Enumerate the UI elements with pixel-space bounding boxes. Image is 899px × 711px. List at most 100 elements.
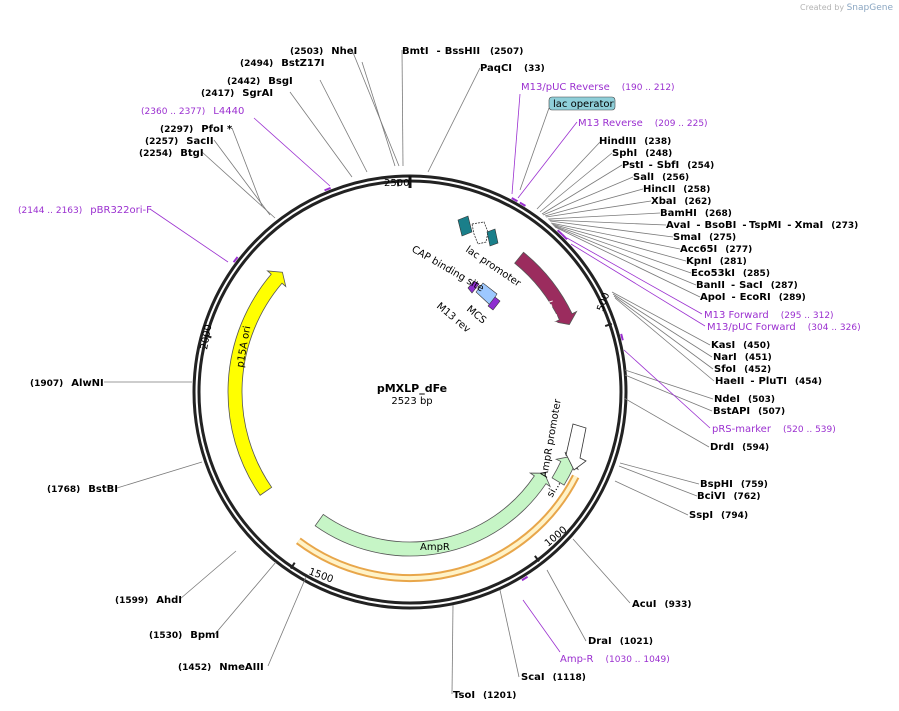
site-leader-line <box>611 291 711 346</box>
primer-l4440[interactable]: (2360 .. 2377)L4440 <box>141 106 244 117</box>
primer-marker <box>521 575 529 582</box>
site-drdi[interactable]: DrdI(594) <box>710 442 769 453</box>
site-leader-line <box>541 164 623 215</box>
cap-binding-site-marker <box>457 215 473 237</box>
site-bcivi[interactable]: BciVI(762) <box>697 491 760 502</box>
site-leader-line <box>179 550 237 600</box>
site-leader-line <box>116 461 203 489</box>
site-psti[interactable]: PstI-SbfI(254) <box>622 160 714 171</box>
ruler-tick <box>604 322 613 328</box>
site-leader-line <box>572 538 631 604</box>
site-sali[interactable]: SalI(256) <box>633 172 689 183</box>
site-bamhi[interactable]: BamHI(268) <box>660 208 732 219</box>
primer-marker <box>232 256 239 263</box>
inner-features: lac promoter CAP binding site MCS M13 re… <box>410 96 616 479</box>
site-ahdi[interactable]: (1599)AhdI <box>115 595 182 606</box>
site-sfoi[interactable]: SfoI(452) <box>714 364 771 375</box>
site-avai[interactable]: AvaI-BsoBI-TspMI-XmaI(273) <box>666 220 858 231</box>
site-eco53ki[interactable]: Eco53kI(285) <box>691 268 770 279</box>
snapgene-credit: Created by SnapGene <box>800 3 893 13</box>
site-leader-line <box>552 224 692 274</box>
ampr-highlight-core <box>297 475 578 580</box>
primer-leader-line <box>149 208 229 263</box>
site-sspi[interactable]: SspI(794) <box>689 510 748 521</box>
site-leader-line <box>550 222 681 250</box>
primer-marker <box>620 333 624 341</box>
site-hincii[interactable]: HincII(258) <box>643 184 710 195</box>
site-bstapi[interactable]: BstAPI(507) <box>713 406 785 417</box>
site-leader-line <box>401 49 404 167</box>
site-drai[interactable]: DraI(1021) <box>588 636 653 647</box>
site-leader-line <box>499 589 520 678</box>
site-sacii[interactable]: (2257)SacII <box>145 136 214 147</box>
site-kasi[interactable]: KasI(450) <box>711 340 770 351</box>
primer-m13-forward[interactable]: M13 Forward(295 .. 312) <box>704 310 834 321</box>
site-paqci[interactable]: PaqCI(33) <box>480 63 545 74</box>
primer-prs-marker[interactable]: pRS-marker(520 .. 539) <box>712 424 836 435</box>
primer-m13-puc-forward[interactable]: M13/pUC Forward(304 .. 326) <box>707 322 861 333</box>
primer-m13-reverse[interactable]: M13 Reverse(209 .. 225) <box>578 118 708 129</box>
site-bsgi[interactable]: (2442)BsgI <box>227 76 293 87</box>
site-nmeaiii[interactable]: (1452)NmeAIII <box>178 662 264 673</box>
site-scai[interactable]: ScaI(1118) <box>521 672 586 683</box>
site-bstz17i[interactable]: (2494)BstZ17I <box>240 58 325 69</box>
site-btgi[interactable]: (2254)BtgI <box>139 148 204 159</box>
primer-leader-line <box>566 237 703 315</box>
site-leader-line <box>351 49 400 167</box>
feature-arrow[interactable] <box>314 472 552 557</box>
site-leader-line <box>319 79 368 173</box>
site-smai[interactable]: SmaI(275) <box>673 232 736 243</box>
mcs-end-marker <box>487 296 501 311</box>
site-leader-line <box>539 152 613 213</box>
primer-amp-r[interactable]: Amp-R(1030 .. 1049) <box>560 654 670 665</box>
site-leader-line <box>213 139 271 216</box>
site-leader-line <box>553 225 697 286</box>
primer-pbr322ori-f[interactable]: (2144 .. 2163)pBR322ori-F <box>18 205 152 216</box>
site-xbai[interactable]: XbaI(262) <box>651 196 711 207</box>
site-tsoi[interactable]: TsoI(1201) <box>453 690 516 701</box>
feature-label: p15A ori <box>235 325 253 368</box>
site-apoi[interactable]: ApoI-EcoRI(289) <box>700 292 806 303</box>
primer-m13-puc-reverse[interactable]: M13/pUC Reverse(190 .. 212) <box>521 82 675 93</box>
site-sphi[interactable]: SphI(248) <box>612 148 672 159</box>
site-leader-line <box>231 127 263 207</box>
site-bmti[interactable]: BmtI-BssHII(2507) <box>402 46 523 57</box>
site-nhei[interactable]: (2503)NheI <box>290 46 357 57</box>
site-leader-line <box>613 295 714 370</box>
site-acc65i[interactable]: Acc65I(277) <box>680 244 752 255</box>
site-leader-line <box>542 176 634 216</box>
site-hindiii[interactable]: HindIII(238) <box>599 136 671 147</box>
leader-lines <box>104 49 715 695</box>
site-bstbi[interactable]: (1768)BstBI <box>47 484 118 495</box>
site-leader-line <box>549 220 674 238</box>
site-leader-line <box>624 369 714 400</box>
site-leader-line <box>554 226 701 298</box>
primer-leader-line <box>517 121 578 199</box>
site-leader-line <box>536 141 601 210</box>
primer-marker <box>519 201 526 207</box>
site-leader-line <box>289 91 353 178</box>
lac-operator-box <box>548 96 616 111</box>
plasmid-name: pMXLP_dFe <box>377 382 447 395</box>
site-haeii[interactable]: HaeII-PluTI(454) <box>715 376 822 387</box>
site-leader-line <box>612 293 713 358</box>
site-nari[interactable]: NarI(451) <box>713 352 772 363</box>
site-banii[interactable]: BanII-SacI(287) <box>696 280 798 291</box>
lac-operator-label: lac operator <box>553 99 614 110</box>
site-leader-line <box>624 374 713 412</box>
site-bpmi[interactable]: (1530)BpmI <box>149 630 219 641</box>
site-sgrai[interactable]: (2417)SgrAI <box>201 88 273 99</box>
site-leader-line <box>547 212 661 220</box>
site-kpni[interactable]: KpnI(281) <box>686 256 747 267</box>
site-ndei[interactable]: NdeI(503) <box>714 394 775 405</box>
site-alwni[interactable]: (1907)AlwNI <box>30 378 104 389</box>
feature-arrow[interactable] <box>227 270 287 496</box>
feature-arrow[interactable] <box>514 251 578 326</box>
site-leader-line <box>614 297 715 382</box>
site-acui[interactable]: AcuI(933) <box>632 599 692 610</box>
site-leader-line <box>546 569 587 642</box>
site-pfoi[interactable]: (2297)PfoI * <box>160 124 233 135</box>
site-bsphi[interactable]: BspHI(759) <box>700 479 768 490</box>
primer-leader-line <box>253 117 331 187</box>
